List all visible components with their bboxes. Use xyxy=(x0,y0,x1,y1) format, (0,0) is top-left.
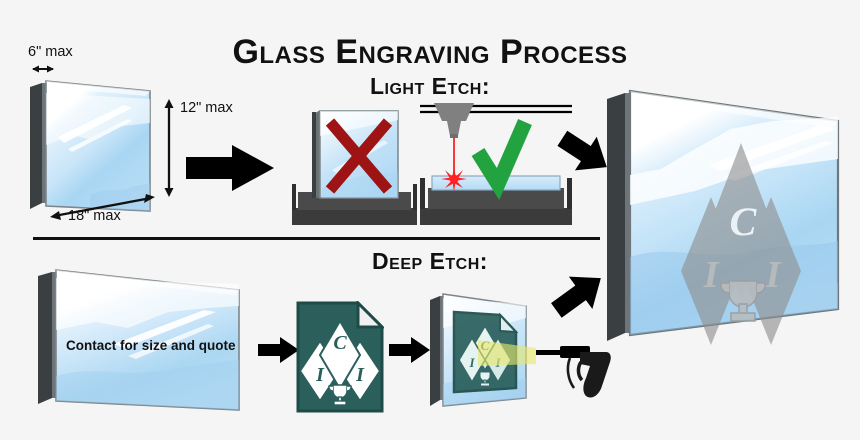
glass-sheet-dimensioned xyxy=(28,75,228,230)
spray-cone xyxy=(478,340,536,366)
section-title-deep-etch: Deep Etch: xyxy=(372,248,488,274)
arrow-to-artwork-document xyxy=(258,336,300,364)
artwork-document: C I I xyxy=(296,299,386,418)
x-mark-icon xyxy=(325,118,393,194)
laser-head-icon xyxy=(434,103,474,138)
arrow-to-laser-station xyxy=(186,143,278,193)
light-etch-incorrect xyxy=(292,100,417,230)
arrow-to-final-glass-bottom xyxy=(548,268,610,320)
dimension-label-thickness: 6" max xyxy=(28,44,73,60)
quote-text: Contact for size and quote xyxy=(66,338,236,353)
logo-diamonds xyxy=(298,319,382,403)
logo-letter-right: I xyxy=(355,364,365,386)
svg-text:I: I xyxy=(468,355,475,370)
light-etch-correct xyxy=(420,100,572,230)
page-title: Glass Engraving Process xyxy=(232,33,628,71)
etched-trophy-icon xyxy=(719,280,767,322)
glass-sheet-quote xyxy=(36,268,256,418)
arrow-to-final-glass-top xyxy=(556,128,614,178)
dimension-label-width: 18" max xyxy=(68,208,121,224)
logo-letter-left: I xyxy=(315,364,325,386)
etched-letter-left: I xyxy=(703,254,720,296)
section-title-light-etch: Light Etch: xyxy=(369,73,491,99)
etched-letter-right: I xyxy=(765,254,782,296)
dimension-arrow-height xyxy=(162,98,176,203)
check-mark-icon xyxy=(471,119,532,201)
etched-logo xyxy=(681,143,801,345)
etched-letter-top: C xyxy=(730,199,758,244)
spray-gun-icon xyxy=(536,338,616,417)
logo-letter-top: C xyxy=(333,332,347,354)
glass-sheet-stencil: C I I xyxy=(428,288,536,421)
laser-spark xyxy=(441,166,467,192)
dimension-arrow-width xyxy=(48,192,158,227)
dimension-arrow-thickness xyxy=(30,62,60,80)
dimension-label-height: 12" max xyxy=(180,100,233,116)
arrow-to-stencil-glass xyxy=(389,336,431,364)
section-divider xyxy=(33,237,600,240)
trophy-icon xyxy=(328,384,352,406)
glass-sheet-finished: C I I xyxy=(603,85,853,375)
